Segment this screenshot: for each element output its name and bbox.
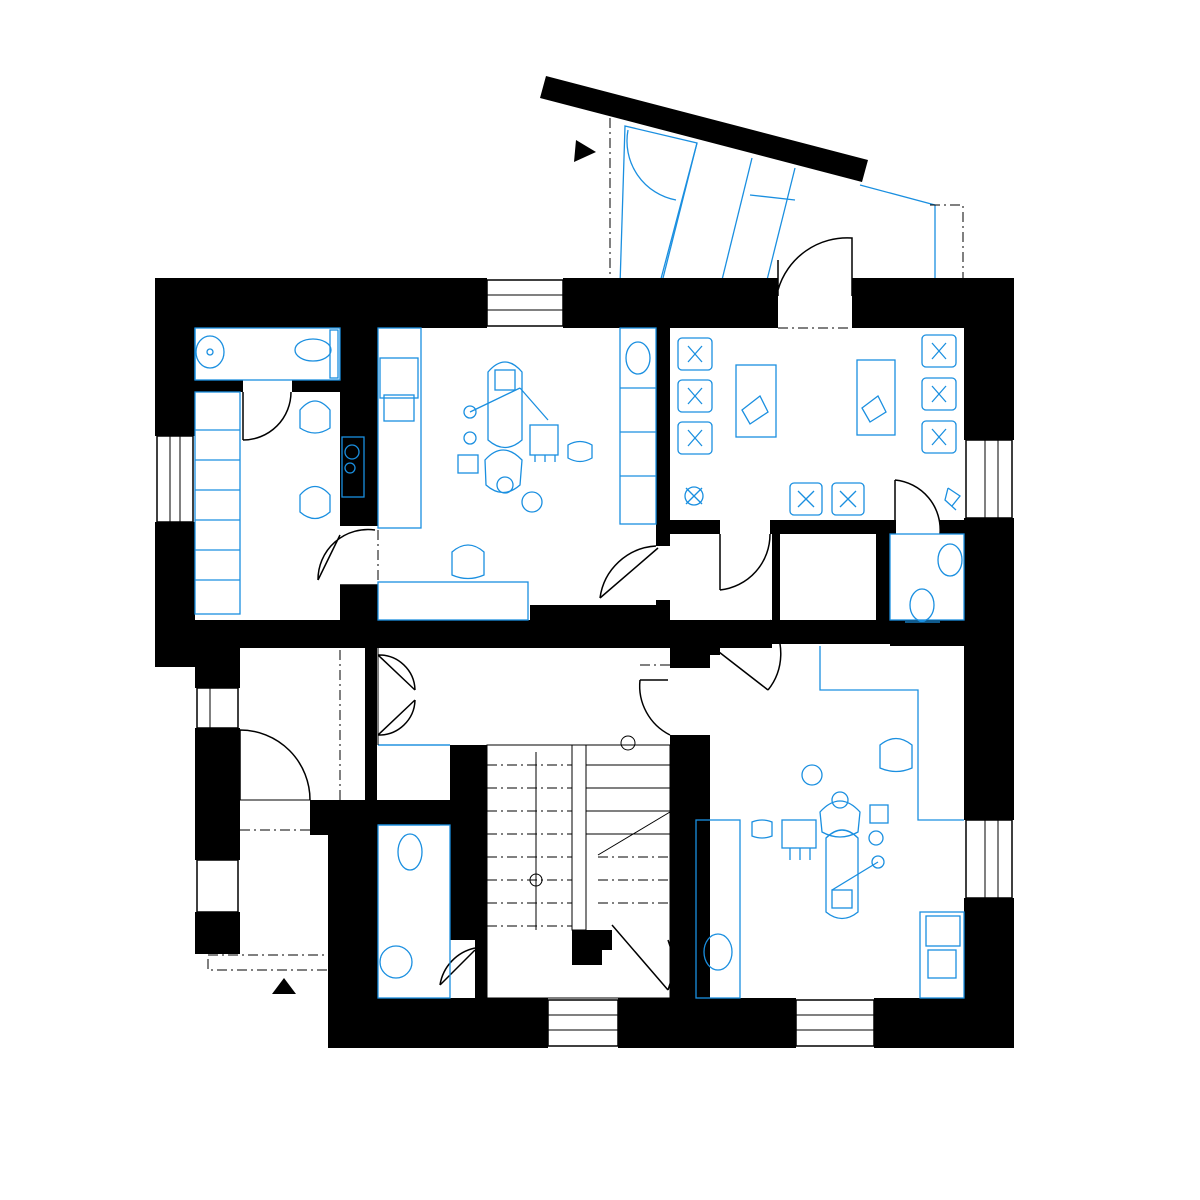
doors [239, 237, 941, 991]
windows [156, 279, 1013, 1047]
entrance-arrow-bottom [272, 978, 296, 994]
wc-right-fixtures [889, 533, 965, 623]
hall [237, 648, 450, 830]
entrance-canopy [540, 76, 964, 291]
reference-lines [207, 327, 852, 971]
outer-walls [155, 278, 1014, 1048]
staircase [486, 735, 695, 999]
waiting-chairs-left [677, 337, 713, 455]
wc-top-left-fixtures [194, 327, 341, 381]
entrance-arrow-top [574, 140, 596, 162]
interior-walls [155, 316, 970, 1010]
staff-room-furniture [194, 391, 365, 615]
treatment-room-1-furniture [377, 327, 657, 621]
waiting-chairs-right [921, 334, 957, 454]
treatment-room-2-furniture [695, 646, 965, 999]
waiting-room-furniture [677, 334, 961, 516]
waiting-chairs-bottom [789, 482, 865, 516]
wc-bottom-fixtures [377, 744, 451, 999]
